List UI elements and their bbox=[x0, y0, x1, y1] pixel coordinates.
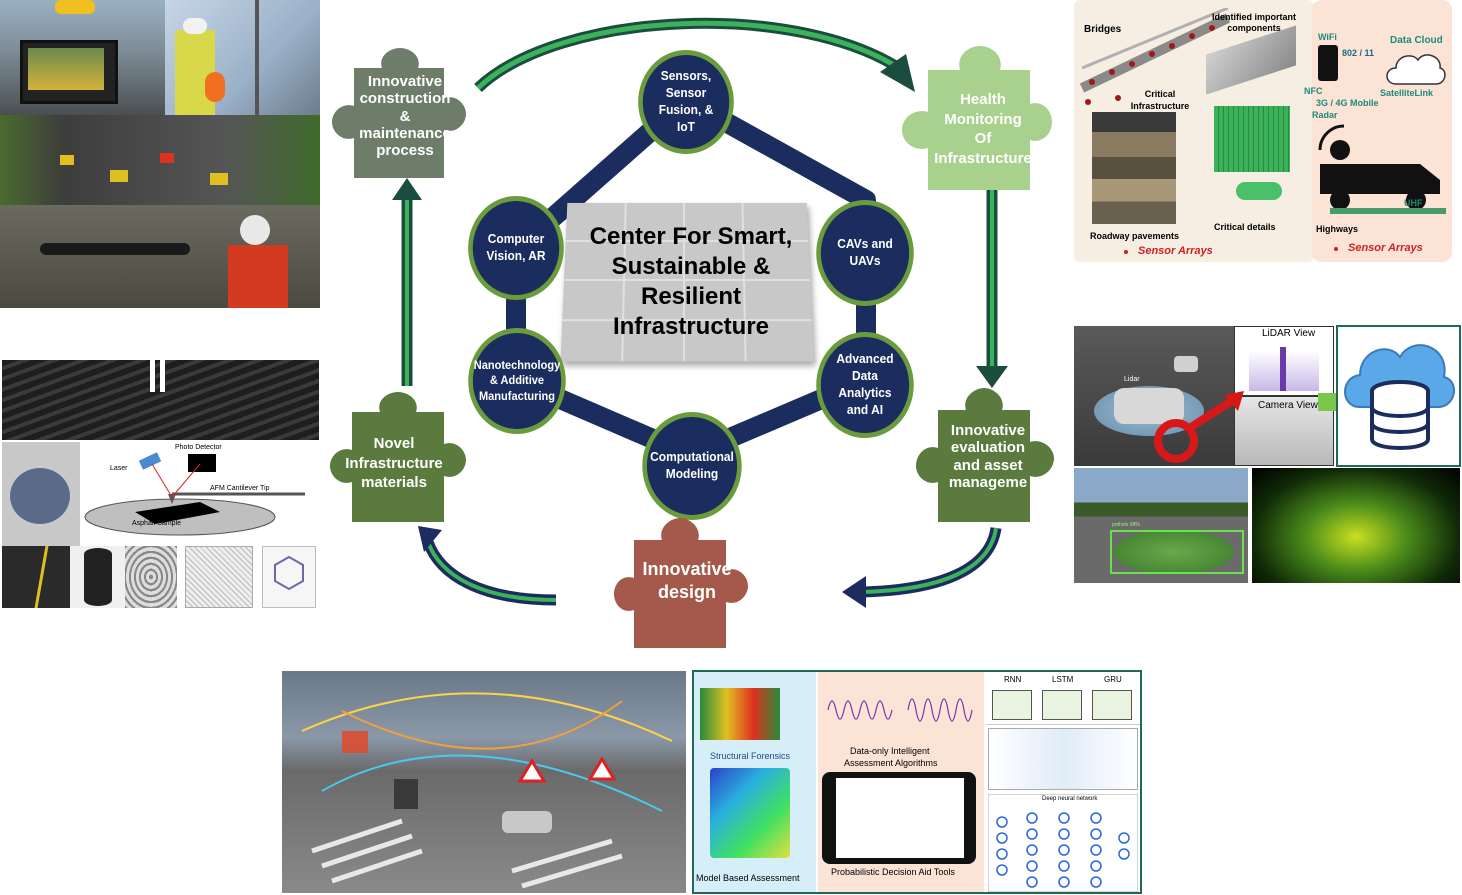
radar-truck bbox=[1318, 124, 1446, 214]
label-802-11: 802 / 11 bbox=[1342, 48, 1375, 58]
label-sensor-arrays-2: Sensor Arrays bbox=[1348, 242, 1423, 254]
cloud-icon bbox=[1386, 54, 1446, 85]
puzzle-health bbox=[902, 46, 1052, 190]
health-panel-right bbox=[1312, 0, 1452, 262]
label-critical-details: Critical details bbox=[1214, 222, 1276, 232]
label-uhf: UHF bbox=[1404, 198, 1423, 208]
critical-detail-grid bbox=[1214, 106, 1290, 172]
label-lidar: Lidar bbox=[1124, 376, 1140, 383]
photo-vr-worker bbox=[165, 0, 320, 115]
center-title-line1: Center For Smart, bbox=[589, 223, 793, 250]
label-lidar-view: LiDAR View bbox=[1262, 328, 1316, 339]
label-wifi: WiFi bbox=[1318, 32, 1337, 42]
label-lstm: LSTM bbox=[1052, 675, 1074, 684]
photo-point-cloud bbox=[1252, 468, 1460, 583]
center-title-line3: Resilient bbox=[640, 283, 742, 310]
label-assessment-algorithms: Assessment Algorithms bbox=[844, 758, 938, 768]
label-pothole-box: pothole 98% bbox=[1112, 522, 1140, 528]
puzzle-materials bbox=[330, 392, 466, 522]
photo-core-sample bbox=[70, 546, 125, 608]
label-model-based: Model Based Assessment bbox=[696, 873, 800, 883]
label-bridges: Bridges bbox=[1084, 24, 1122, 35]
photo-microstructure bbox=[125, 546, 177, 608]
center-title: Center For Smart, Sustainable & Resilien… bbox=[566, 222, 816, 342]
photo-drone-operator bbox=[0, 205, 320, 308]
photo-road-lines bbox=[2, 546, 70, 608]
critical-detail-bolt bbox=[1236, 182, 1282, 200]
photo-gps-tablet bbox=[0, 0, 165, 115]
photo-molecule bbox=[262, 546, 316, 608]
camera-view bbox=[1234, 396, 1334, 466]
red-connector-arrow bbox=[1154, 391, 1244, 463]
label-rnn: RNN bbox=[1004, 675, 1022, 684]
photo-road-construction bbox=[0, 115, 320, 205]
forensics-panel bbox=[694, 672, 816, 892]
label-sensor-arrays-1: Sensor Arrays bbox=[1138, 245, 1213, 257]
label-gru: GRU bbox=[1104, 675, 1122, 684]
afm-diagram bbox=[84, 452, 305, 536]
photo-smart-intersection bbox=[282, 671, 686, 893]
label-highways: Highways bbox=[1316, 224, 1359, 234]
label-probabilistic: Probabilistic Decision Aid Tools bbox=[831, 867, 955, 877]
lidar-view bbox=[1234, 326, 1334, 396]
label-photo-detector: Photo Detector bbox=[175, 444, 222, 451]
label-critical-infrastructure: Critical Infrastructure bbox=[1130, 89, 1190, 111]
bullet-dot-1 bbox=[1124, 250, 1128, 254]
label-data-cloud: Data Cloud bbox=[1390, 35, 1443, 46]
photo-molecular-cube bbox=[185, 546, 253, 608]
label-radar: Radar bbox=[1312, 110, 1338, 120]
rnn-panel bbox=[986, 672, 1140, 725]
label-afm-cantilever: AFM Cantilever Tip bbox=[210, 485, 270, 492]
photo-asphalt-layers bbox=[2, 360, 319, 440]
bullet-dot-2 bbox=[1334, 247, 1338, 251]
photo-test-rig bbox=[2, 442, 80, 546]
pavement-layers bbox=[1092, 112, 1176, 224]
tablet-decision-tools bbox=[822, 772, 976, 864]
label-structural-forensics: Structural Forensics bbox=[710, 751, 791, 761]
wifi-device bbox=[1318, 45, 1338, 81]
label-laser: Laser bbox=[110, 465, 128, 472]
label-identified-components: Identified important components bbox=[1212, 12, 1296, 33]
label-roadway-pavements: Roadway pavements bbox=[1090, 231, 1180, 241]
photo-pothole-road bbox=[1074, 468, 1248, 583]
deep-network-diagram bbox=[988, 794, 1138, 892]
label-deep-network: Deep neural network bbox=[1042, 796, 1098, 802]
puzzle-evaluation bbox=[916, 388, 1054, 522]
bridge-illustration bbox=[1079, 8, 1231, 105]
label-3g-4g: 3G / 4G Mobile bbox=[1316, 98, 1379, 108]
cloud-database-panel bbox=[1336, 325, 1461, 467]
cloud-database-icon bbox=[1344, 344, 1455, 450]
signal-plots bbox=[827, 698, 973, 722]
label-data-only: Data-only Intelligent bbox=[850, 746, 930, 756]
puzzle-construction bbox=[332, 48, 466, 178]
cnn-diagram bbox=[988, 728, 1138, 790]
label-satellite: SatelliteLink bbox=[1380, 88, 1434, 98]
center-title-line2: Sustainable & bbox=[611, 253, 771, 280]
label-asphalt-sample: Asphalt Sample bbox=[132, 520, 182, 527]
puzzle-design bbox=[614, 518, 748, 648]
photo-lidar-car bbox=[1074, 326, 1234, 466]
label-camera-view: Camera View bbox=[1258, 400, 1318, 411]
center-title-line4: Infrastructure bbox=[612, 313, 770, 340]
label-nfc: NFC bbox=[1304, 86, 1323, 96]
